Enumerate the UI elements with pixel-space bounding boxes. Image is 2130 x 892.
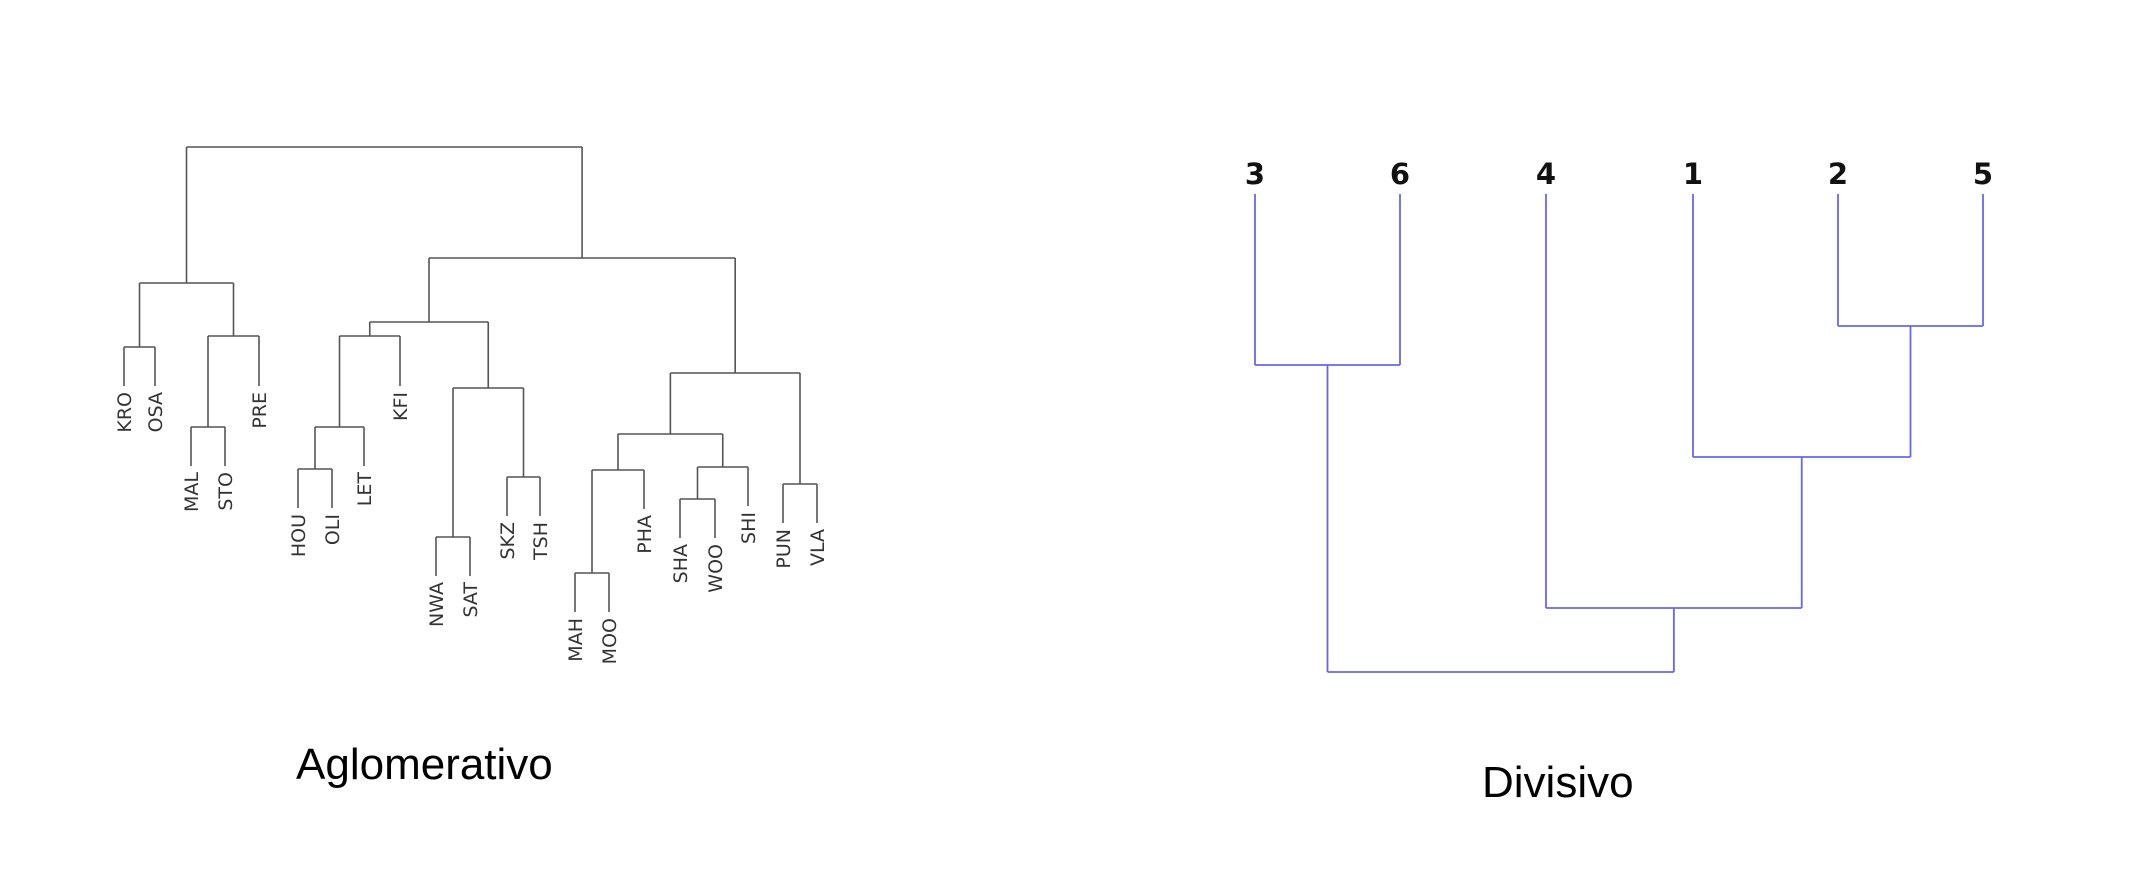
agglomerative-dendrogram: KRO OSA MAL STO PRE HOU OLI LET KFI NWA SAT SKZ TSH M… <box>114 146 829 664</box>
agglomerative-panel: KRO OSA MAL STO PRE HOU OLI LET KFI NWA SAT SKZ TSH M… <box>0 0 1060 892</box>
leaf-label-kro: KRO <box>114 392 136 433</box>
leaf-label-2: 2 <box>1828 157 1848 191</box>
leaf-label-osa: OSA <box>145 392 167 432</box>
leaf-label-mal: MAL <box>181 472 203 512</box>
leaf-label-sat: SAT <box>460 582 482 618</box>
leaf-label-woo: WOO <box>705 544 727 593</box>
leaf-label-tsh: TSH <box>530 522 552 561</box>
leaf-label-let: LET <box>354 472 376 507</box>
leaf-label-4: 4 <box>1536 157 1556 191</box>
divisive-caption: Divisivo <box>1482 758 1634 807</box>
leaf-label-mah: MAH <box>565 618 587 662</box>
leaf-label-sha: SHA <box>670 544 692 583</box>
leaf-label-6: 6 <box>1390 157 1410 191</box>
leaf-label-kfi: KFI <box>390 392 412 421</box>
leaf-label-pun: PUN <box>773 529 795 569</box>
leaf-label-3: 3 <box>1245 157 1265 191</box>
leaf-label-nwa: NWA <box>426 582 448 627</box>
leaf-label-sto: STO <box>215 472 237 511</box>
leaf-label-moo: MOO <box>599 618 621 664</box>
agglomerative-caption: Aglomerativo <box>296 740 553 789</box>
leaf-label-pha: PHA <box>634 515 656 554</box>
leaf-label-skz: SKZ <box>497 522 519 560</box>
leaf-label-5: 5 <box>1973 157 1993 191</box>
leaf-label-oli: OLI <box>322 514 344 545</box>
leaf-label-hou: HOU <box>288 514 310 557</box>
leaf-label-1: 1 <box>1683 157 1703 191</box>
leaf-label-shi: SHI <box>738 512 760 544</box>
leaf-label-vla: VLA <box>807 529 829 566</box>
leaf-label-pre: PRE <box>249 392 271 429</box>
